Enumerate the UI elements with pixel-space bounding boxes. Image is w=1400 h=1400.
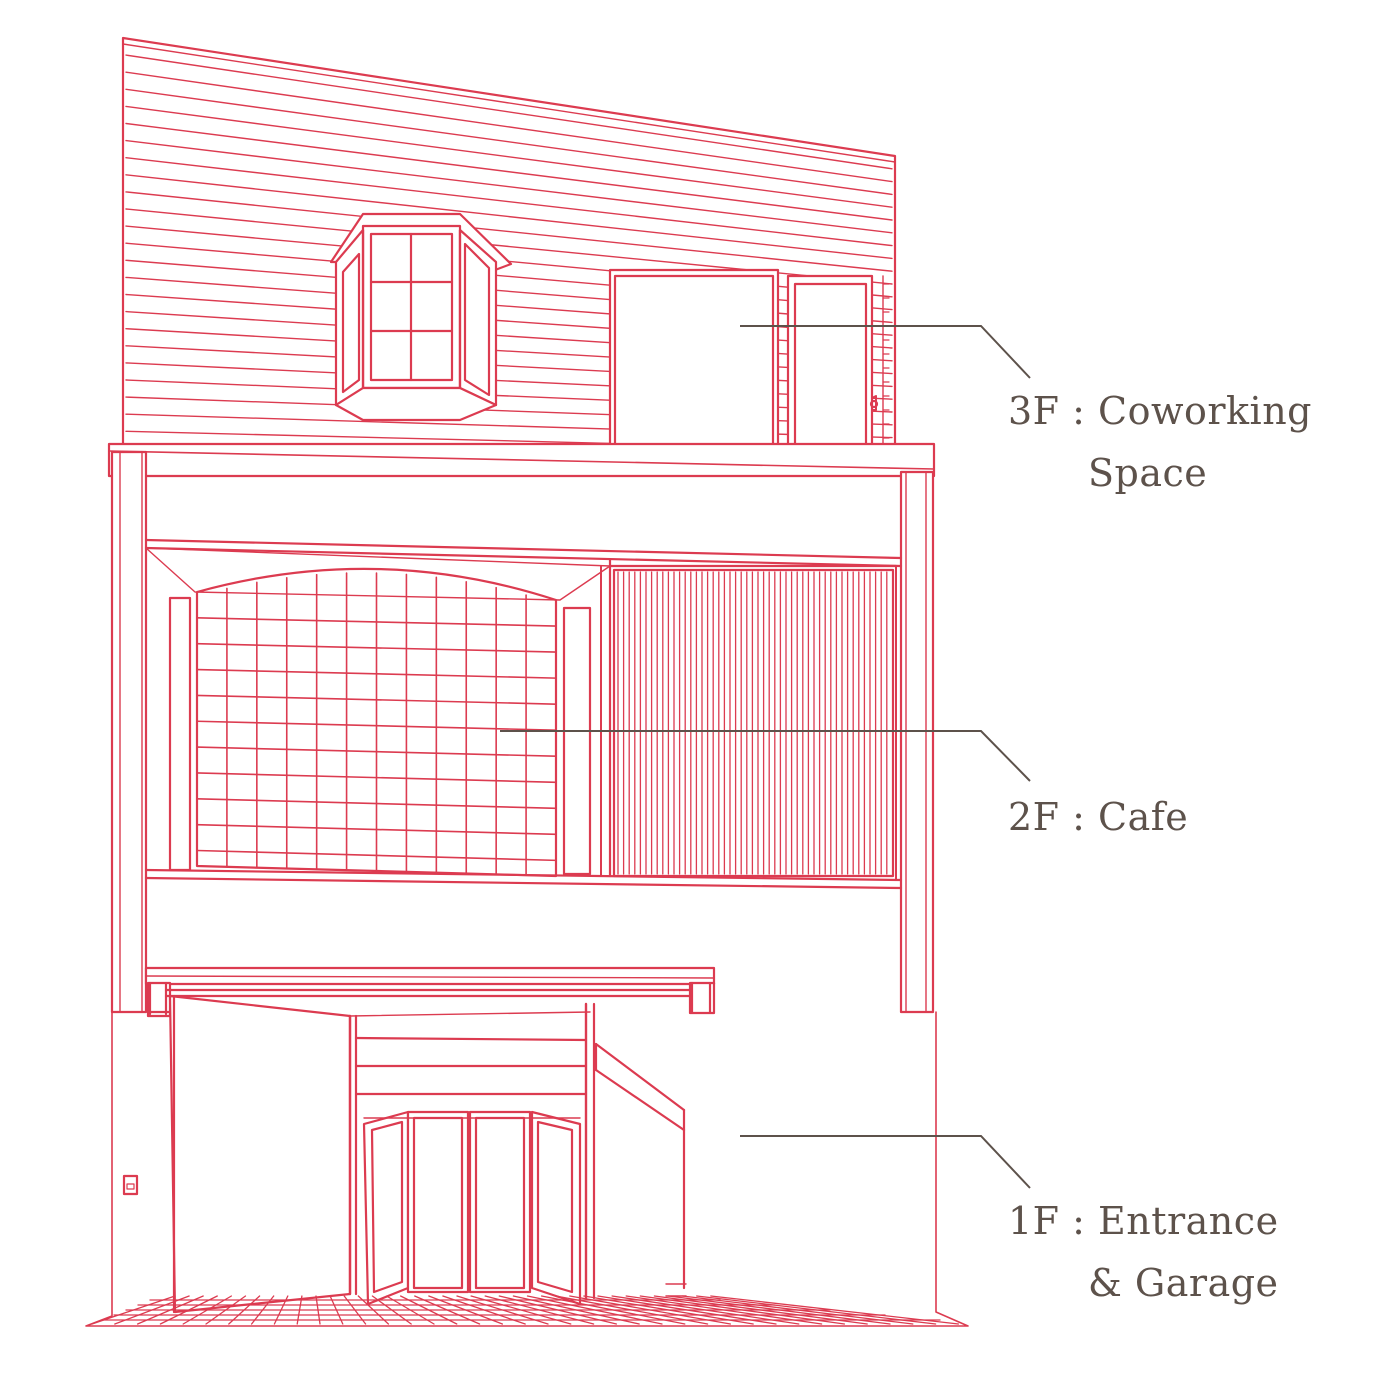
garage-opening: [168, 994, 687, 1314]
floor-label-1f: 1F : Entrance & Garage: [1008, 1190, 1368, 1314]
bay-window: [329, 212, 513, 422]
floor-label-2f-line1: 2F : Cafe: [1008, 795, 1189, 839]
leader-line-2f: [500, 730, 1031, 782]
leader-line-3f: [740, 325, 1031, 379]
glass-block-wall: [195, 567, 558, 878]
floor-label-3f-line2: Space: [1088, 451, 1208, 495]
floor-label-3f: 3F : Coworking Space: [1008, 380, 1368, 504]
ground-floor-facade: [122, 966, 716, 1196]
floor-label-1f-line1: 1F : Entrance: [1008, 1199, 1279, 1243]
floor-label-2f: 2F : Cafe: [1008, 786, 1368, 848]
vertical-slat-screen: [612, 568, 895, 878]
entrance-doors: [362, 1110, 582, 1306]
floor-label-1f-line2: & Garage: [1088, 1261, 1279, 1305]
third-floor-opening: [608, 268, 890, 464]
second-floor-facade: [107, 442, 936, 1014]
third-floor-facade: [121, 36, 897, 464]
tiled-floor: [85, 1011, 969, 1327]
floor-label-3f-line1: 3F : Coworking: [1008, 389, 1313, 433]
leader-line-1f: [740, 1135, 1031, 1189]
